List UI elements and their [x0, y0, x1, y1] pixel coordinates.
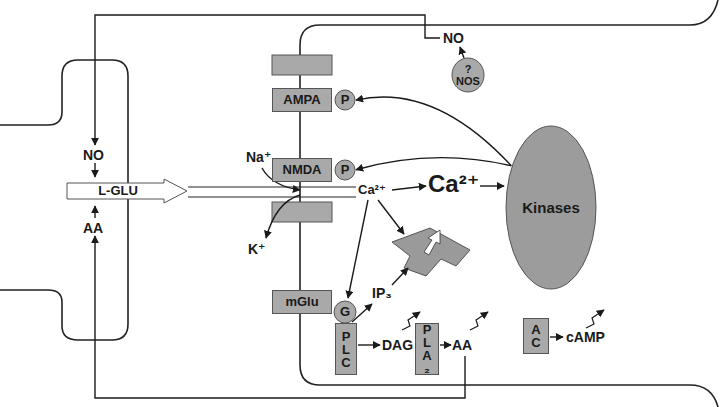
retrograde-no-loop	[95, 15, 440, 145]
node-label: PLA₂	[421, 323, 433, 375]
node-label: AC	[530, 323, 542, 349]
node-label: mGlu	[285, 295, 318, 309]
transmitter-arrow: L-GLU	[66, 178, 188, 204]
node-label: L-GLU	[98, 184, 138, 198]
ion-label: Na⁺	[246, 150, 271, 164]
molecule-label: AA	[83, 221, 103, 235]
arrow-outline	[67, 179, 187, 203]
signal-arrow	[94, 163, 95, 177]
circle-outline	[334, 301, 356, 323]
signal-arrow	[460, 47, 464, 58]
potassium-efflux-arrow	[266, 195, 300, 238]
signal-arrow	[480, 185, 504, 186]
circle-outline	[452, 58, 484, 92]
circle-outline	[335, 160, 355, 180]
messenger-label: DAG	[382, 338, 413, 352]
node-label: PLC	[340, 330, 352, 369]
signal-arrow	[358, 344, 380, 345]
activation-zigzag	[586, 310, 604, 328]
node-label: ? NOS	[456, 63, 480, 87]
node-label: Kinases	[522, 201, 580, 215]
node-label: AMPA	[283, 93, 320, 107]
signal-arrow	[392, 268, 408, 285]
ion-label: Ca²⁺	[358, 183, 386, 196]
node-label: P	[341, 163, 350, 177]
signal-arrow	[440, 344, 451, 345]
enzyme-circle: ? NOS	[451, 57, 485, 93]
molecule-label: NO	[83, 148, 104, 162]
messenger-label: IP₃	[372, 286, 392, 300]
enzyme-box: PLA₂	[415, 323, 439, 375]
node-label: P	[341, 93, 350, 107]
messenger-label: AA	[452, 338, 472, 352]
calcium-release-arrow	[424, 230, 440, 255]
signal-arrow	[94, 206, 95, 218]
receptor-box: AMPA	[272, 88, 332, 112]
presynaptic-terminal	[0, 60, 128, 340]
ion-channel-line	[188, 186, 356, 187]
receptor-box: NMDA	[272, 158, 332, 182]
postsynaptic-cell	[300, 0, 718, 407]
signal-arrow	[348, 200, 368, 298]
curved-arrow	[356, 97, 511, 166]
curved-arrow	[356, 158, 511, 170]
phosphate-circle: P	[334, 89, 356, 111]
signal-arrow	[392, 186, 426, 190]
circle-outline	[335, 90, 355, 110]
node-label: G	[340, 305, 350, 319]
node-label: NMDA	[283, 163, 322, 177]
enzyme-box: AC	[523, 318, 549, 354]
signal-arrow	[378, 200, 404, 234]
ion-label: Ca²⁺	[428, 172, 479, 196]
membrane-channel-bar	[272, 55, 332, 75]
activation-zigzag	[470, 312, 488, 330]
g-protein-circle: G	[333, 300, 357, 324]
signal-arrow	[550, 336, 563, 337]
enzyme-box: PLC	[335, 323, 357, 375]
molecule-label: NO	[443, 31, 464, 45]
ion-label: K⁺	[248, 242, 266, 256]
ellipse-outline	[506, 126, 596, 289]
ion-channel-line	[188, 196, 356, 197]
phosphate-circle: P	[334, 159, 356, 181]
receptor-box: mGlu	[272, 290, 332, 314]
calcium-store	[392, 228, 470, 276]
membrane-channel-bar	[272, 202, 332, 222]
kinase-ellipse: Kinases	[505, 125, 597, 290]
messenger-label: cAMP	[566, 330, 605, 344]
